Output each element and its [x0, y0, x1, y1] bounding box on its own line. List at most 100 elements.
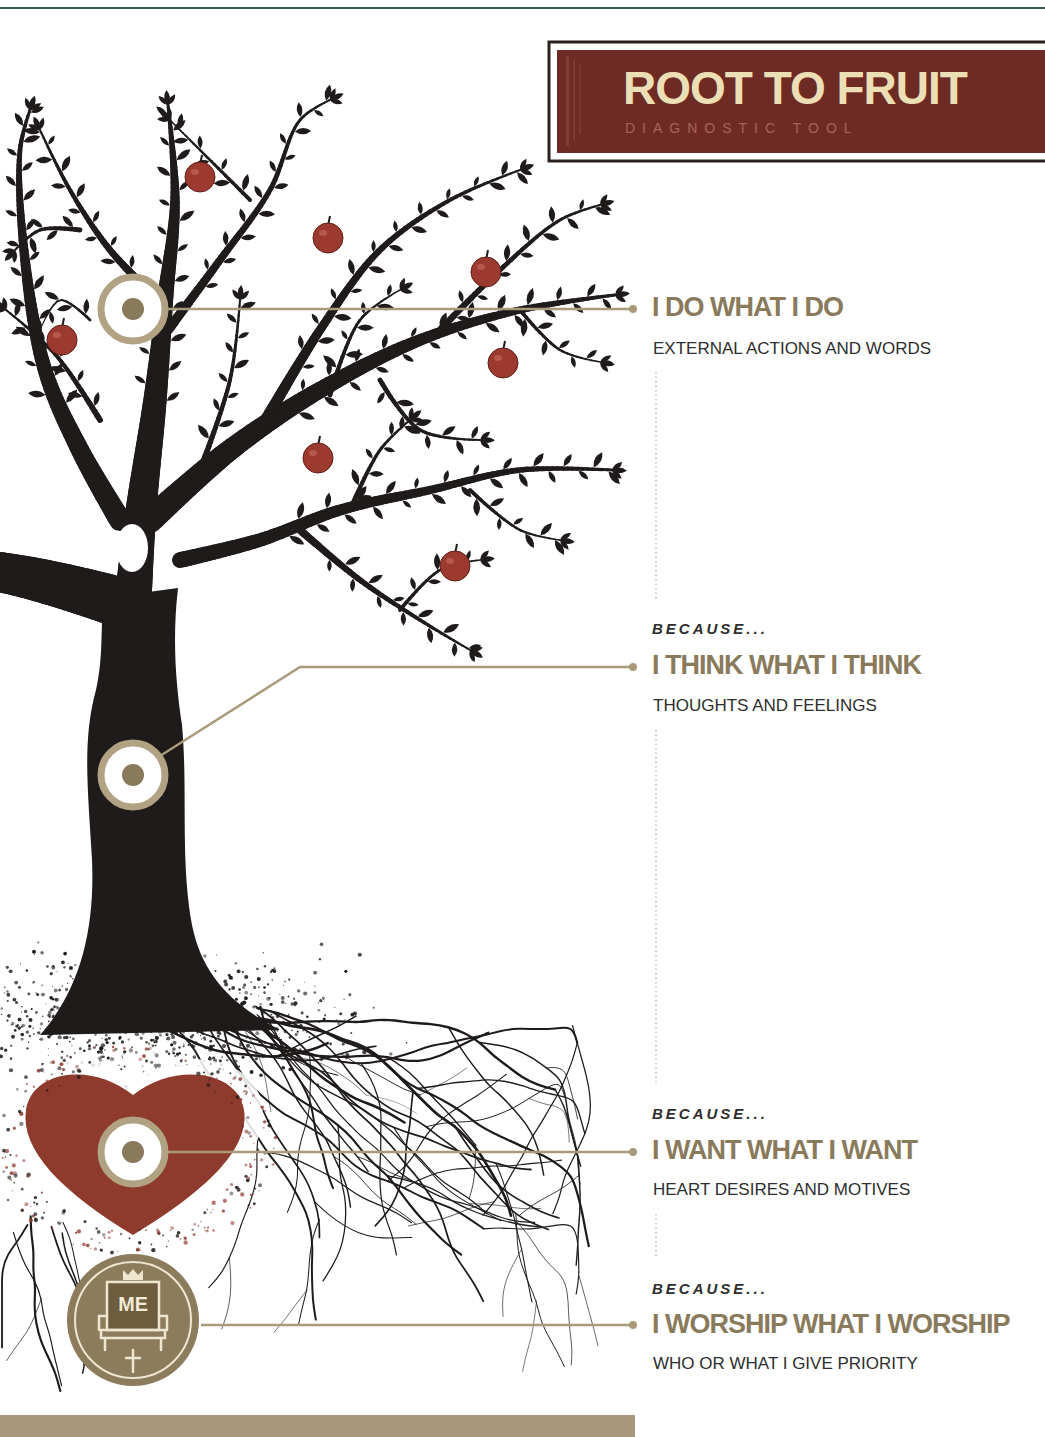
- heart-speck: [36, 1203, 38, 1205]
- soil-speck: [350, 1013, 354, 1017]
- soil-speck: [283, 985, 284, 986]
- root: [257, 1015, 535, 1223]
- soil-speck: [250, 1047, 252, 1049]
- soil-speck: [244, 991, 248, 995]
- heart-speck: [196, 1071, 200, 1075]
- heart-speck: [155, 1066, 157, 1068]
- heart-speck: [166, 1246, 168, 1248]
- soil-speck: [264, 1041, 267, 1044]
- heart-speck: [7, 1199, 10, 1202]
- soil-speck: [193, 1045, 196, 1048]
- soil-speck: [74, 964, 76, 966]
- soil-speck: [345, 1053, 349, 1057]
- soil-speck: [258, 995, 259, 996]
- soil-speck: [389, 1052, 392, 1055]
- soil-speck: [244, 975, 248, 979]
- heart-speck: [72, 1070, 75, 1073]
- heart-speck: [48, 1089, 50, 1091]
- heart: [7, 1059, 263, 1250]
- heart-speck: [170, 1230, 171, 1231]
- heart-speck: [230, 1083, 232, 1085]
- soil-speck: [280, 1047, 283, 1050]
- heart-speck: [5, 1149, 9, 1153]
- soil-speck: [15, 1025, 18, 1028]
- heart-speck: [2, 1170, 5, 1173]
- soil-speck: [244, 996, 248, 1000]
- soil-speck: [219, 1059, 222, 1062]
- soil-speck: [170, 1043, 173, 1046]
- heart-speck: [174, 1055, 176, 1057]
- soil-speck: [264, 965, 267, 968]
- heart-speck: [33, 1201, 35, 1203]
- heart-speck: [230, 1221, 234, 1225]
- soil-speck: [228, 988, 230, 990]
- soil-speck: [51, 1007, 55, 1011]
- root: [341, 1054, 421, 1095]
- soil-speck: [259, 1006, 262, 1009]
- soil-speck: [14, 981, 18, 985]
- soil-speck: [276, 1014, 280, 1018]
- soil-speck: [235, 1060, 238, 1063]
- heart-speck: [23, 1106, 24, 1107]
- heart-speck: [249, 1165, 252, 1168]
- soil-speck: [9, 1068, 13, 1072]
- soil-speck: [6, 1019, 8, 1021]
- branches: [0, 100, 615, 650]
- soil-speck: [252, 1005, 255, 1008]
- soil-speck: [35, 992, 36, 993]
- soil-speck: [289, 1036, 292, 1039]
- soil-speck: [52, 1014, 54, 1016]
- soil-speck: [62, 985, 64, 987]
- heart-speck: [15, 1155, 17, 1157]
- heart-speck: [112, 1049, 116, 1053]
- heart-speck: [263, 1120, 266, 1123]
- heart-speck: [212, 1229, 215, 1232]
- soil-speck: [118, 1064, 119, 1065]
- heart-speck: [94, 1247, 97, 1250]
- heart-speck: [60, 1062, 64, 1066]
- heart-speck: [176, 1234, 180, 1238]
- heart-speck: [142, 1054, 146, 1058]
- heart-speck: [75, 1065, 79, 1069]
- branch: [516, 170, 520, 172]
- soil-speck: [268, 1021, 269, 1022]
- soil-speck: [24, 1010, 28, 1014]
- heart-speck: [13, 1182, 15, 1184]
- heart-speck: [62, 1068, 65, 1071]
- soil-speck: [0, 1054, 3, 1058]
- heart-speck: [184, 1237, 187, 1240]
- branch: [613, 294, 615, 297]
- soil-speck: [4, 1049, 7, 1052]
- soil-speck: [262, 952, 264, 954]
- root: [299, 1219, 320, 1324]
- heart-speck: [203, 1075, 207, 1079]
- soil-speck: [119, 1036, 122, 1039]
- heart-speck: [46, 1079, 48, 1081]
- soil-speck: [67, 963, 68, 964]
- heart-speck: [218, 1068, 221, 1071]
- heart-speck: [230, 1183, 233, 1186]
- soil-speck: [88, 1044, 91, 1047]
- soil-speck: [108, 1037, 111, 1040]
- heart-speck: [26, 1174, 29, 1177]
- soil-speck: [281, 1000, 285, 1004]
- heart-speck: [236, 1095, 240, 1099]
- root: [323, 1125, 346, 1281]
- root: [517, 1222, 572, 1365]
- soil-speck: [1, 1007, 3, 1009]
- heart-speck: [77, 1229, 81, 1233]
- soil-speck: [58, 1035, 62, 1039]
- soil-speck: [316, 1084, 319, 1087]
- soil-speck: [318, 1002, 320, 1004]
- heart-speck: [168, 1053, 170, 1055]
- heart-speck: [206, 1209, 208, 1211]
- soil-speck: [21, 1024, 25, 1028]
- heart-speck: [238, 1077, 242, 1081]
- soil-speck: [9, 969, 13, 973]
- soil-speck: [26, 969, 29, 972]
- soil-speck: [295, 1025, 297, 1027]
- soil-speck: [314, 985, 315, 986]
- heart-speck: [57, 1066, 61, 1070]
- heart-speck: [145, 1060, 148, 1063]
- soil-speck: [40, 1037, 44, 1041]
